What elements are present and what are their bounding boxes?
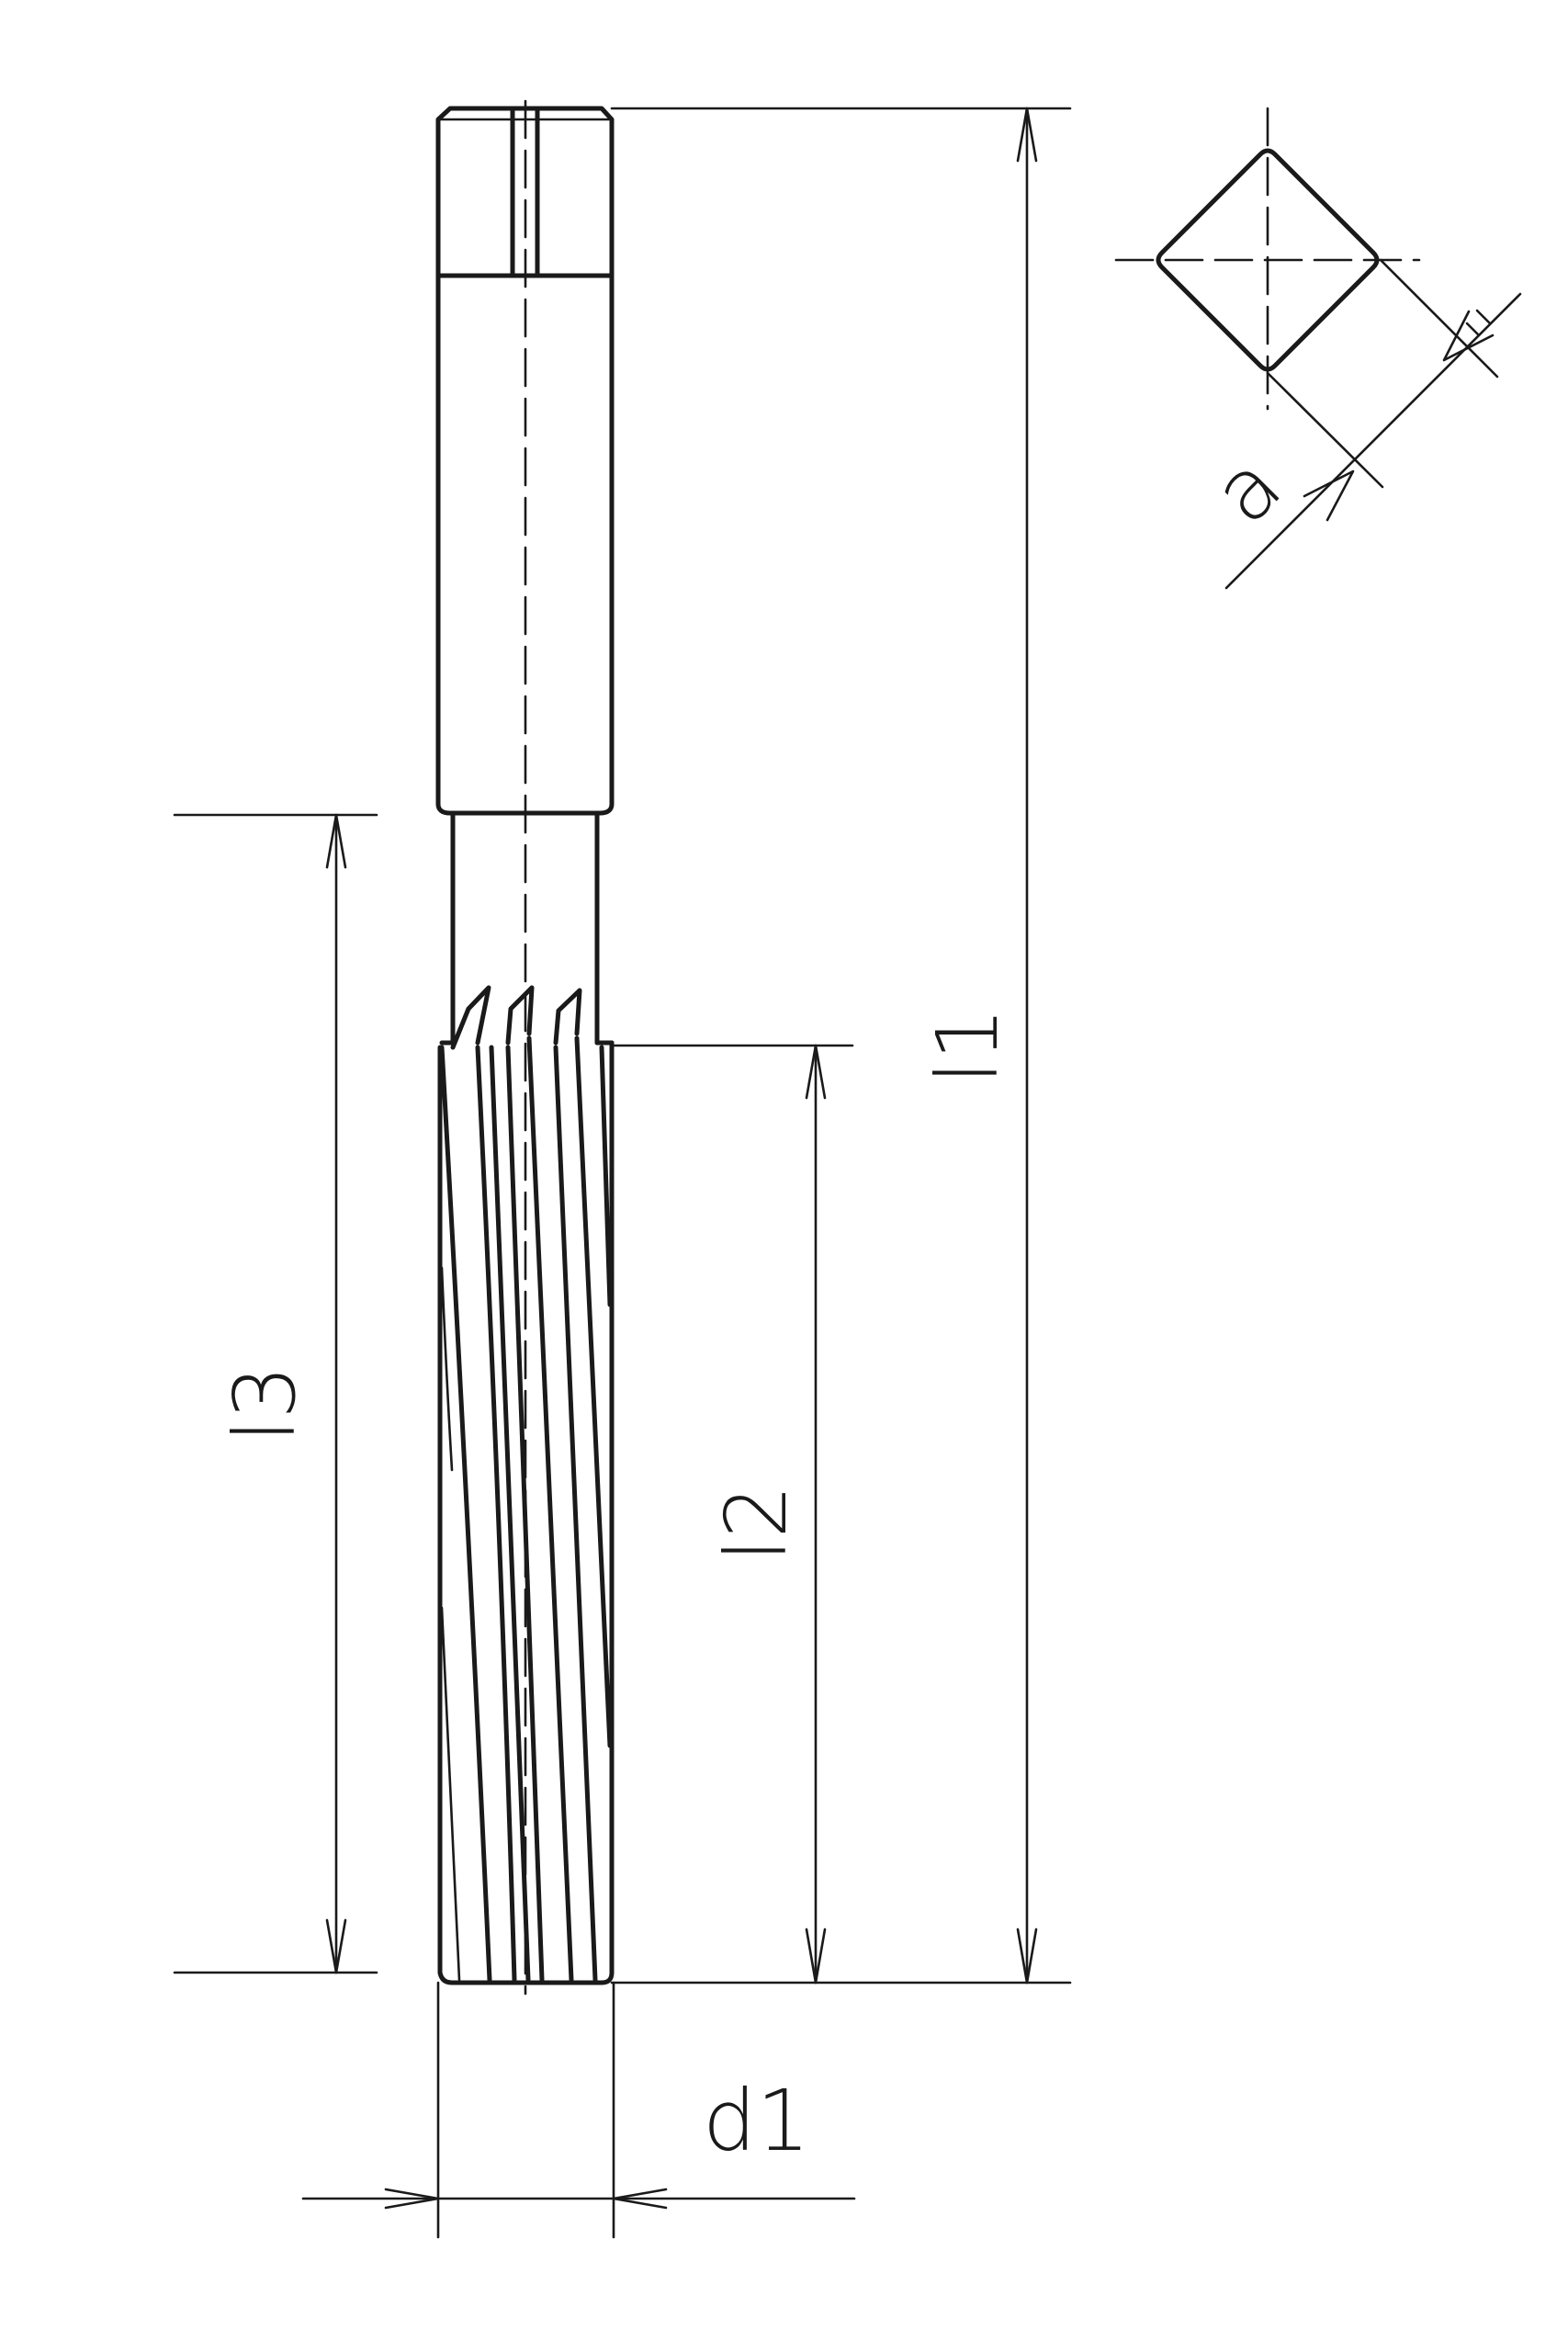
label-l1: l1 (919, 1007, 1017, 1084)
label-l3: l3 (216, 1365, 314, 1442)
label-d1: d1 (703, 2072, 810, 2170)
label-l2: l2 (707, 1485, 806, 1562)
dimension-l2: l2 (610, 1044, 854, 1984)
label-a: a (1194, 436, 1301, 543)
reamer-body (435, 99, 615, 1996)
fluted-cutting-section (437, 985, 615, 1985)
square-section-detail: a (1114, 107, 1522, 590)
dimension-d1: d1 (301, 1981, 856, 2239)
neck (450, 810, 600, 1046)
dimension-l3: l3 (173, 813, 378, 1974)
dimension-l1: l1 (610, 107, 1072, 1984)
